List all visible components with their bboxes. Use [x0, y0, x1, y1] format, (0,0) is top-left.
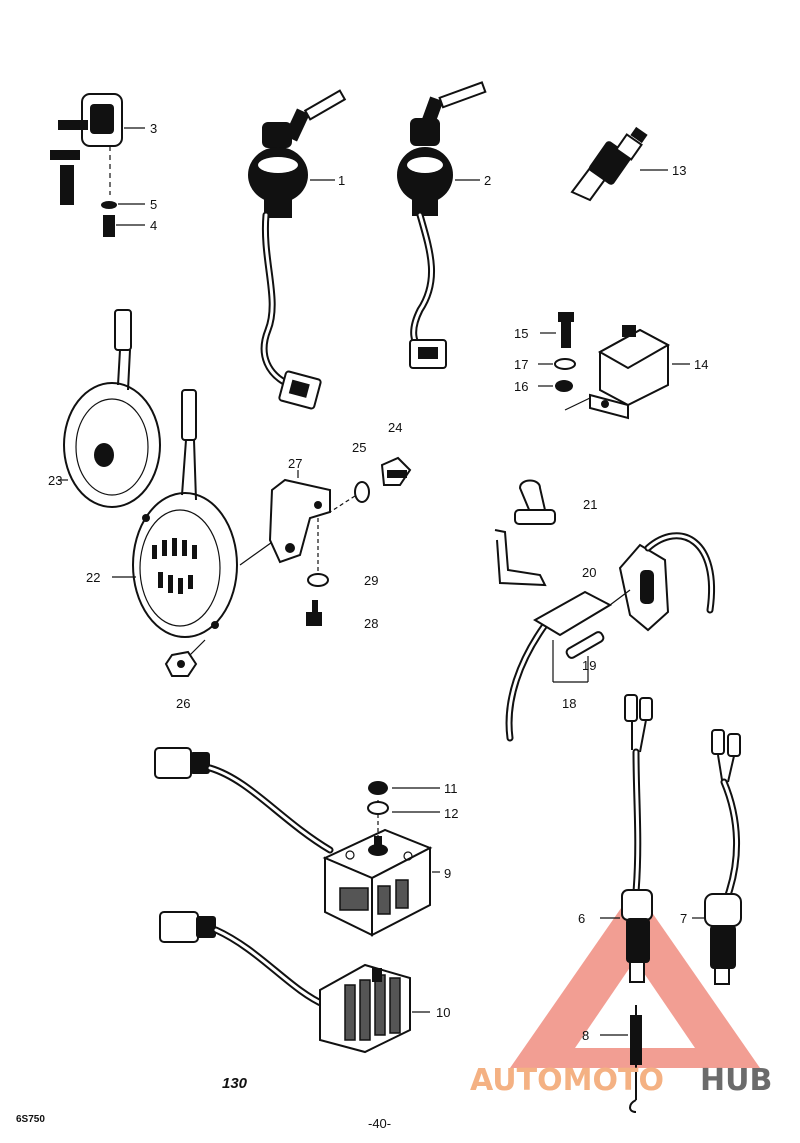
brake-switch-part-6	[600, 694, 653, 983]
label-part-20: 20	[582, 565, 596, 580]
label-part-25: 25	[352, 440, 366, 455]
relay-part-14	[538, 312, 690, 420]
label-part-16: 16	[514, 379, 528, 394]
label-part-12: 12	[444, 806, 458, 821]
label-part-29: 29	[364, 573, 378, 588]
ignition-switch-part-2	[397, 81, 487, 369]
label-part-13: 13	[672, 163, 686, 178]
label-part-27: 27	[288, 456, 302, 471]
horn-bracket-part-27	[268, 470, 331, 564]
nut-part-26	[164, 650, 198, 677]
washer-part-12	[367, 801, 440, 815]
label-part-10: 10	[436, 1005, 450, 1020]
key-lock-part	[50, 93, 145, 237]
label-part-21: 21	[583, 497, 597, 512]
label-part-3: 3	[150, 121, 157, 136]
washer-part-29	[307, 518, 329, 587]
label-part-11: 11	[444, 781, 458, 796]
label-part-17: 17	[514, 357, 528, 372]
label-part-14: 14	[694, 357, 708, 372]
bracket-part-20	[494, 529, 547, 587]
horn-part-23	[58, 309, 161, 508]
label-part-18: 18	[562, 696, 576, 711]
bolt-part-24	[380, 456, 412, 486]
label-part-22: 22	[86, 570, 100, 585]
label-part-26: 26	[176, 696, 190, 711]
label-part-6: 6	[578, 911, 585, 926]
horn-part-22	[112, 389, 276, 656]
label-part-4: 4	[150, 218, 157, 233]
label-part-24: 24	[388, 420, 402, 435]
bolt-part-28	[306, 600, 322, 626]
spring-part-8	[600, 1005, 642, 1113]
nut-part-11	[368, 781, 440, 795]
rectifier-part-9	[154, 747, 440, 937]
corner-stamp: 6S750	[16, 1114, 45, 1125]
fuse-holder-part-18	[505, 532, 715, 742]
part-18-bracket-lines	[552, 640, 588, 683]
label-part-28: 28	[364, 616, 378, 631]
ignition-switch-part-1	[248, 89, 347, 410]
regulator-fins	[344, 974, 401, 1041]
watermark-text-hub: HUB	[700, 1063, 772, 1098]
label-part-2: 2	[484, 173, 491, 188]
clamp-part-21	[514, 479, 556, 525]
label-part-15: 15	[514, 326, 528, 341]
label-part-1: 1	[338, 173, 345, 188]
watermark-text-automoto: AUTOMOTO	[470, 1063, 664, 1098]
regulator-part-10	[159, 911, 430, 1054]
page-number: -40-	[368, 1116, 391, 1131]
label-part-9: 9	[444, 866, 451, 881]
label-part-7: 7	[680, 911, 687, 926]
washer-part-25	[329, 481, 370, 513]
sensor-part-13	[570, 126, 668, 202]
brake-switch-part-7	[692, 729, 742, 985]
diagram-code: 130	[222, 1075, 248, 1092]
label-part-5: 5	[150, 197, 157, 212]
fuse-part-19	[565, 631, 605, 682]
label-part-23: 23	[48, 473, 62, 488]
label-part-19: 19	[582, 658, 596, 673]
label-part-8: 8	[582, 1028, 589, 1043]
horn-grille	[152, 538, 197, 594]
